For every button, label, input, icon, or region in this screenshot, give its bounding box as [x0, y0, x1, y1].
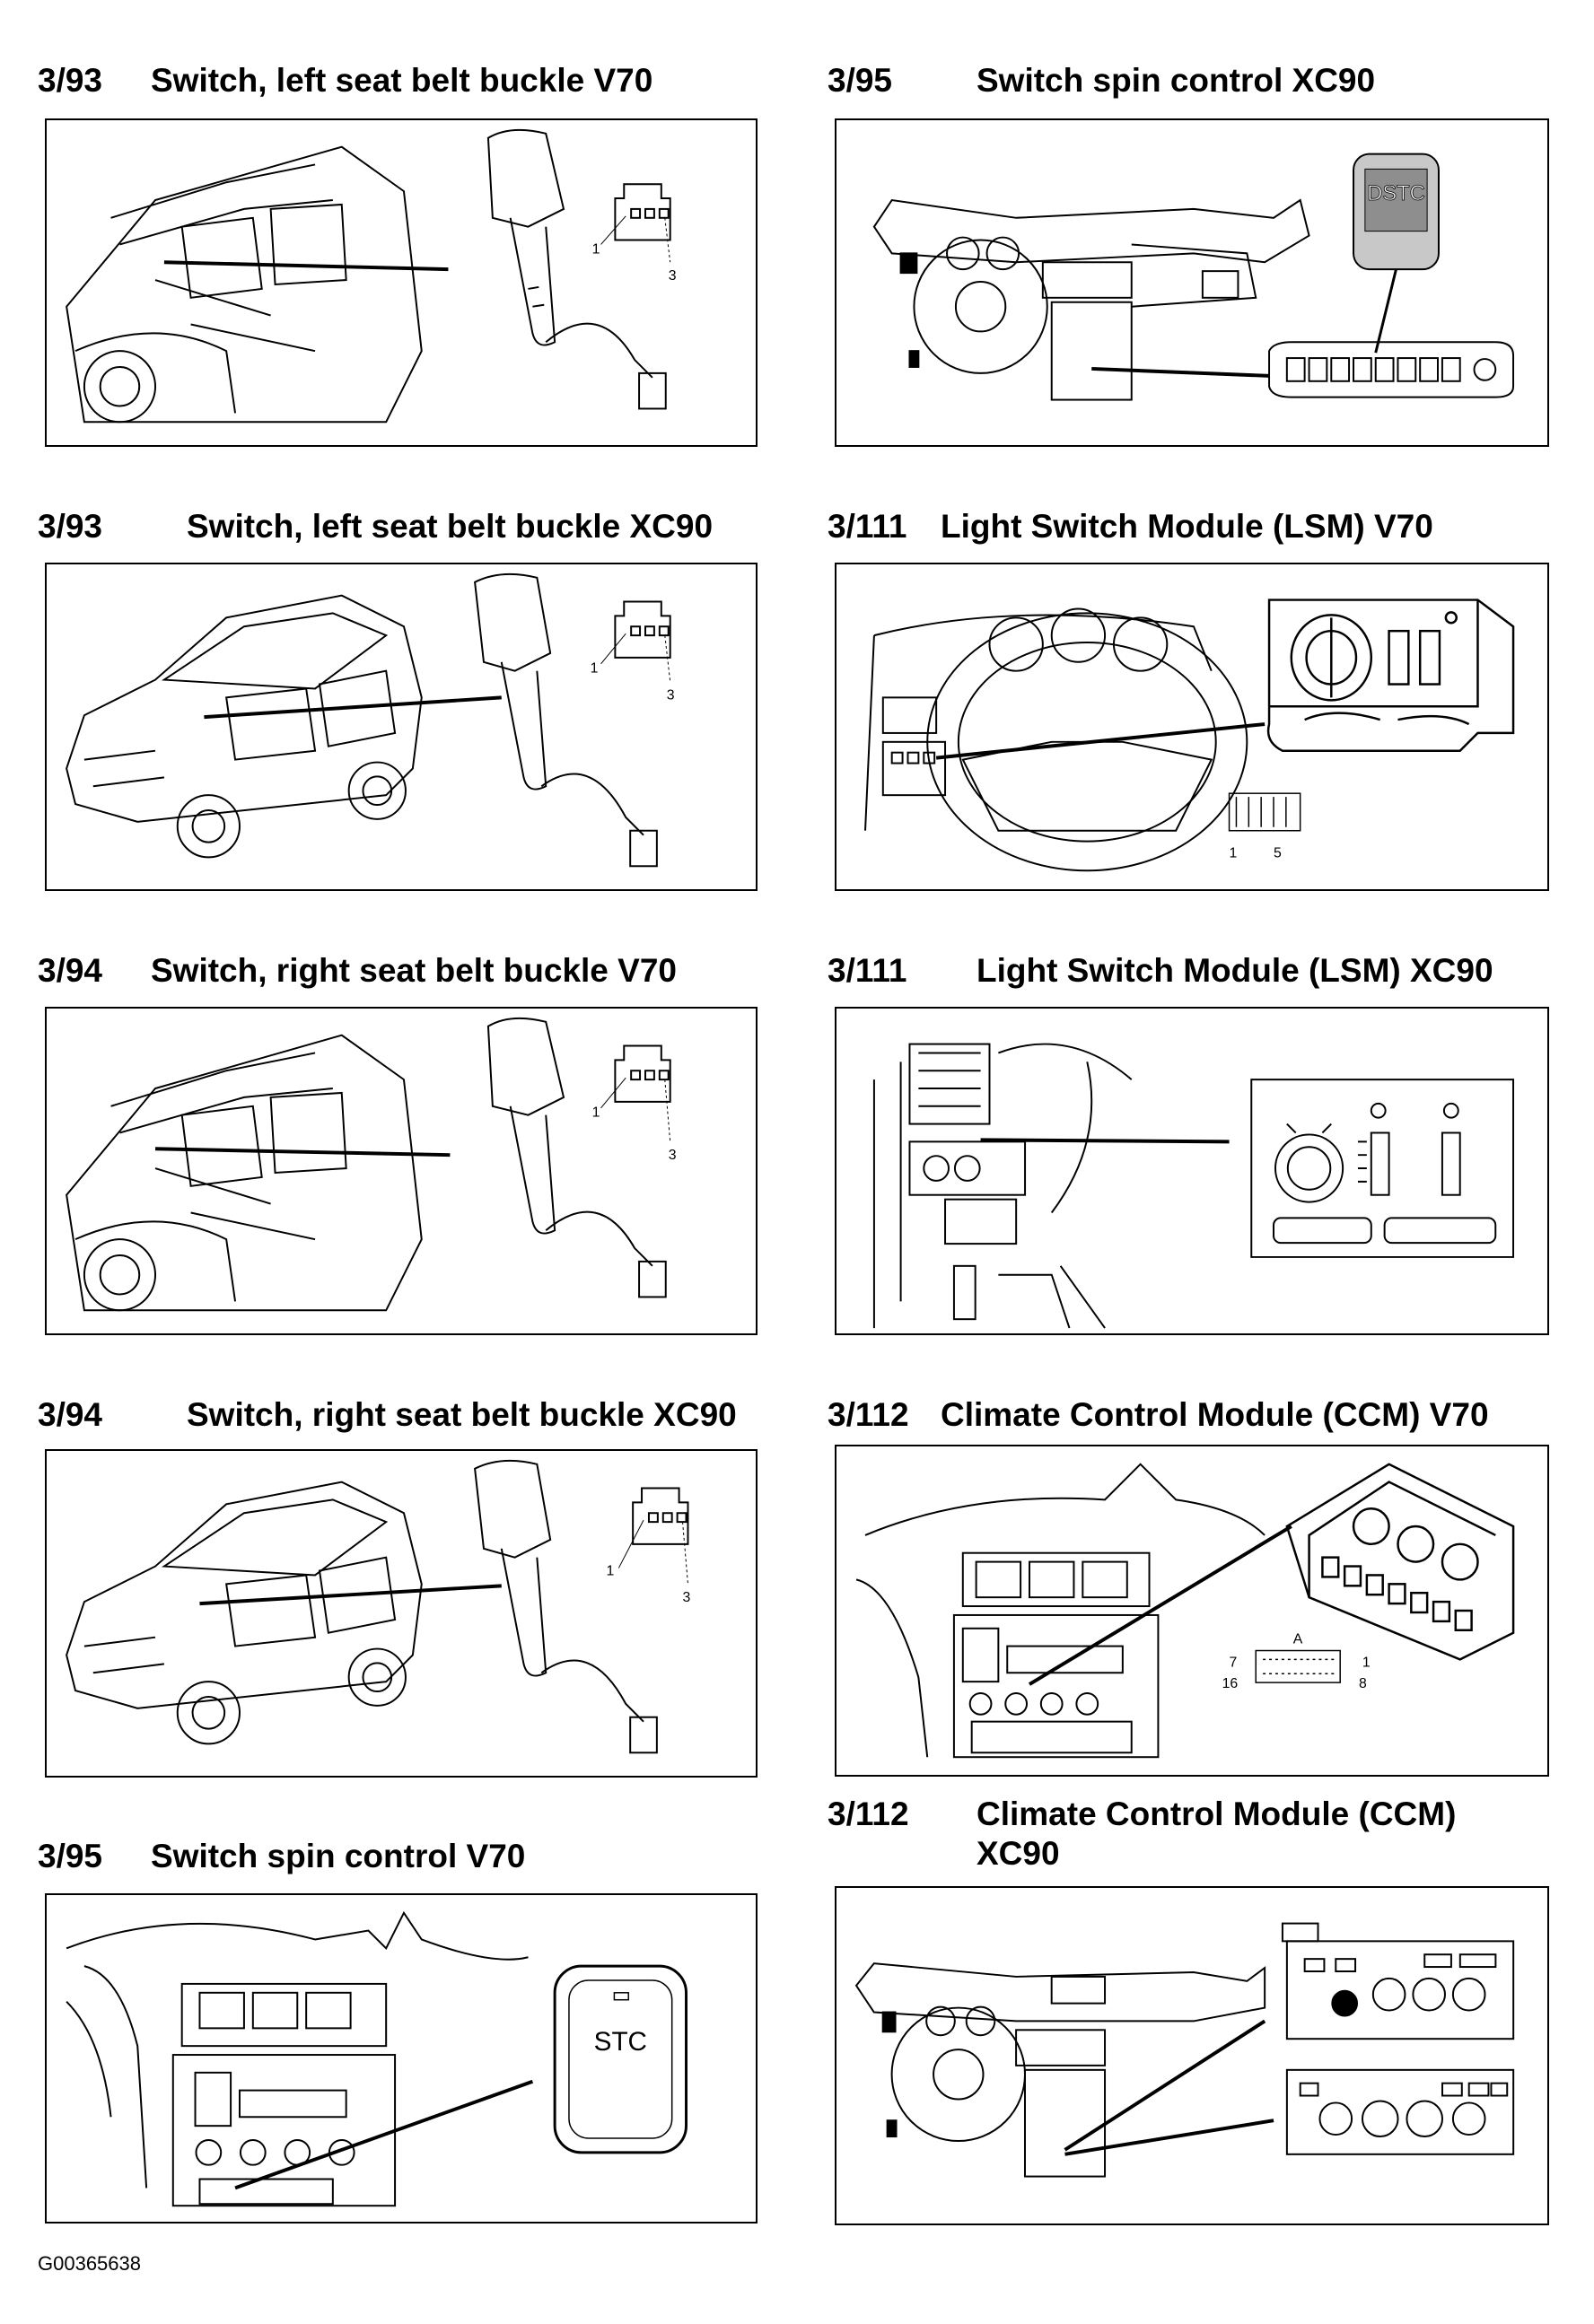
pin-label: 8	[1359, 1676, 1367, 1691]
pin-label: 16	[1222, 1676, 1239, 1691]
figure-stc-v70: STC	[45, 1893, 758, 2224]
section-ref: 3/93	[38, 62, 103, 99]
section-title: Switch, left seat belt buckle XC90	[187, 508, 714, 545]
pin-label: 1	[592, 241, 600, 257]
section-ref: 3/112	[828, 1795, 909, 1832]
connector-label: A	[1293, 1632, 1303, 1647]
section-ref: 3/94	[38, 952, 103, 989]
section-title: Switch spin control XC90	[977, 62, 1376, 99]
steering-wheel-lsm-illustration: 1 5	[864, 598, 1515, 872]
figure-lsm-v70: 1 5	[835, 563, 1549, 891]
dashboard-lsm-illustration	[872, 1043, 1515, 1329]
pin-label: 3	[669, 1148, 677, 1163]
section-ref: 3/95	[828, 62, 893, 99]
ccm-module-icon	[1285, 1463, 1515, 1661]
dstc-label: DSTC	[1367, 182, 1425, 205]
stc-button-icon: STC	[553, 1964, 688, 2154]
section-ref: 3/95	[38, 1838, 103, 1874]
pin-label: 7	[1230, 1655, 1238, 1670]
section-title: Light Switch Module (LSM) XC90	[977, 952, 1493, 989]
figure-ccm-v70: A 7 1 16 8	[835, 1445, 1549, 1777]
section-ref: 3/93	[38, 508, 103, 545]
pin-label: 3	[667, 687, 675, 703]
section-title: Switch spin control V70	[151, 1838, 526, 1874]
section-title: Switch, right seat belt buckle XC90	[187, 1396, 737, 1433]
section-title: Switch, right seat belt buckle V70	[151, 952, 678, 989]
section-title: Climate Control Module (CCM)	[977, 1795, 1457, 1832]
lsm-module-icon	[1266, 598, 1515, 752]
stc-label: STC	[594, 2027, 647, 2057]
figure-right-buckle-v70: 1 3	[45, 1007, 758, 1335]
pin-label: 3	[683, 1590, 691, 1605]
section-ref: 3/94	[38, 1396, 103, 1433]
figure-left-buckle-xc90: 1 3	[45, 563, 758, 891]
suv-exterior-buckle-illustration: 1 3	[66, 572, 675, 868]
pin-label: 1	[1230, 845, 1238, 861]
section-title: Switch, left seat belt buckle V70	[151, 62, 653, 99]
pin-label: 1	[606, 1563, 614, 1578]
section-title-line2: XC90	[977, 1835, 1060, 1872]
dashboard-ccm-xc90-illustration	[854, 1922, 1515, 2178]
pin-label: 1	[591, 661, 599, 677]
section-ref: 3/112	[828, 1396, 909, 1433]
ccm-module-top-icon	[1281, 1922, 1515, 2040]
figure-ccm-xc90	[835, 1886, 1549, 2225]
section-ref: 3/111	[828, 508, 907, 545]
pin-label: 5	[1274, 845, 1282, 861]
figure-lsm-xc90	[835, 1007, 1549, 1335]
dashboard-dstc-illustration: DSTC	[872, 153, 1515, 401]
lsm-module-icon	[1250, 1079, 1515, 1258]
dashboard-stc-illustration: STC	[66, 1910, 688, 2207]
pin-label: 3	[669, 268, 677, 284]
dstc-button-icon: DSTC	[1353, 153, 1440, 271]
dashboard-ccm-illustration: A 7 1 16 8	[855, 1463, 1515, 1759]
figure-code: G00365638	[38, 2252, 141, 2275]
section-ref: 3/111	[828, 952, 907, 989]
car-interior-buckle-illustration: 1 3	[66, 1017, 677, 1312]
suv-exterior-buckle-illustration: 1 3	[66, 1459, 691, 1754]
ccm-module-bottom-icon	[1285, 2068, 1515, 2155]
lsm-connector-icon	[1228, 792, 1301, 832]
section-title: Climate Control Module (CCM) V70	[941, 1396, 1489, 1433]
section-title: Light Switch Module (LSM) V70	[941, 508, 1433, 545]
car-interior-buckle-illustration: 1 3	[66, 128, 677, 424]
ccm-connector-icon	[1255, 1649, 1341, 1683]
figure-dstc-xc90: DSTC	[835, 118, 1549, 447]
pin-label: 1	[592, 1105, 600, 1121]
figure-left-buckle-v70: 1 3	[45, 118, 758, 447]
pin-label: 1	[1362, 1655, 1371, 1670]
figure-right-buckle-xc90: 1 3	[45, 1449, 758, 1778]
center-console-switch-panel	[1268, 341, 1515, 398]
